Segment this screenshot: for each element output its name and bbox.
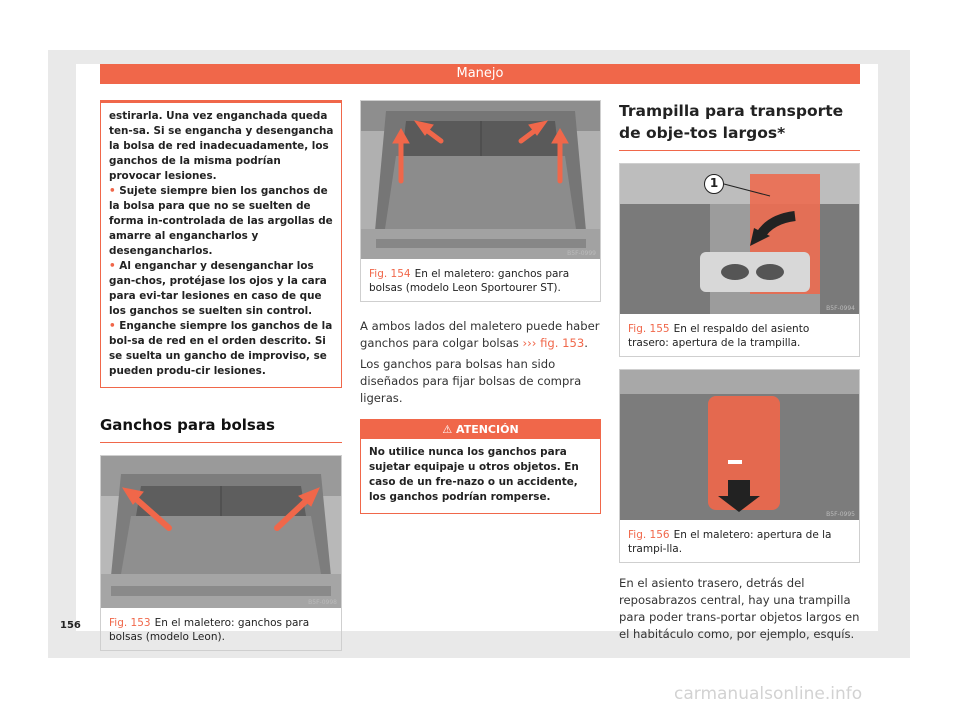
trunk-leon-illustration <box>101 456 341 608</box>
figure-reference-link[interactable]: ››› fig. 153 <box>522 336 585 350</box>
bullet-icon: • <box>109 320 116 332</box>
chapter-header: Manejo <box>100 64 860 84</box>
column-left: estirarla. Una vez enganchada queda ten-… <box>100 100 342 651</box>
section-title-trampilla: Trampilla para transporte de obje-tos la… <box>619 100 860 151</box>
warning-paragraph: • Sujete siempre bien los ganchos de la … <box>109 185 333 257</box>
column-right: Trampilla para transporte de obje-tos la… <box>619 100 860 643</box>
figure-code: B5F-0995 <box>826 511 855 518</box>
bullet-icon: • <box>109 260 116 272</box>
section-title-ganchos: Ganchos para bolsas <box>100 388 342 443</box>
paragraph-ganchos-intro: A ambos lados del maletero puede haber g… <box>360 319 600 350</box>
attention-header: ⚠ ATENCIÓN <box>361 420 600 439</box>
rear-seat-illustration <box>620 164 859 314</box>
trunk-hatch-illustration <box>620 370 859 520</box>
figure-caption-text: En el respaldo del asiento trasero: aper… <box>628 323 810 349</box>
figure-number: Fig. 156 <box>628 529 670 541</box>
trunk-hatch-photo: B5F-0995 <box>620 370 859 520</box>
figure-number: Fig. 154 <box>369 268 411 280</box>
warning-continuation-box: estirarla. Una vez enganchada queda ten-… <box>100 100 342 388</box>
paragraph-ganchos-uso: Los ganchos para bolsas han sido diseñad… <box>360 357 582 405</box>
figure-code: B5F-0994 <box>826 305 855 312</box>
warning-paragraph: • Al enganchar y desenganchar los gan-ch… <box>109 260 327 317</box>
attention-text: No utilice nunca los ganchos para sujeta… <box>369 446 579 503</box>
figure-code: B5F-0998 <box>308 599 337 606</box>
figure-caption-text: En el maletero: apertura de la trampi-ll… <box>628 529 832 555</box>
page-number: 156 <box>60 620 81 631</box>
trunk-st-illustration <box>361 101 600 259</box>
trunk-leon-photo: B5F-0998 <box>101 456 341 608</box>
trunk-st-photo: B5F-0999 <box>361 101 600 259</box>
figure-caption-text: En el maletero: ganchos para bolsas (mod… <box>109 617 310 643</box>
figure-caption-text: En el maletero: ganchos para bolsas (mod… <box>369 268 570 294</box>
callout-1: 1 <box>704 174 724 194</box>
rear-seat-photo: 1 B5F-0994 <box>620 164 859 314</box>
bullet-icon: • <box>109 185 116 197</box>
figure-code: B5F-0999 <box>567 250 596 257</box>
figure-number: Fig. 155 <box>628 323 670 335</box>
paragraph-trampilla: En el asiento trasero, detrás del reposa… <box>619 576 860 641</box>
warning-paragraph: • Enganche siempre los ganchos de la bol… <box>109 320 333 377</box>
attention-box: ⚠ ATENCIÓN No utilice nunca los ganchos … <box>360 419 601 514</box>
warning-triangle-icon: ⚠ <box>442 423 453 436</box>
warning-paragraph: estirarla. Una vez enganchada queda ten-… <box>109 110 334 182</box>
figure-number: Fig. 153 <box>109 617 151 629</box>
site-watermark: carmanualsonline.info <box>674 684 863 704</box>
